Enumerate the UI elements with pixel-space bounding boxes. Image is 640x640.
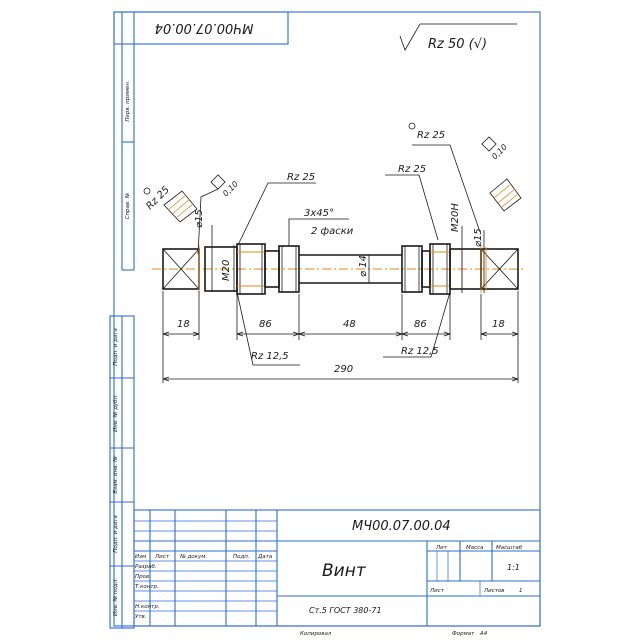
roughness-rz25-left-shoulder: Rz 25 [287,172,315,183]
drawing-code-top: МЧ00.07.00.04 [155,20,254,35]
role-norm-control: Н.контр. [135,604,160,610]
title-block [133,509,541,627]
roughness-rz125-left: Rz 12,5 [251,351,289,362]
roughness-rz25-right-mid: Rz 25 [398,164,426,175]
roughness-rz25-right-top: Rz 25 [417,130,445,141]
header-sheet: Лист [154,554,170,560]
scale-value: 1:1 [507,563,520,572]
header-change: Изм [135,554,146,560]
dim-dia15-right: ⌀15 [473,228,484,247]
role-tech-control: Т.контр. [135,584,159,590]
lit-label: Лит [435,545,448,551]
drawing-code: МЧ00.07.00.04 [352,519,451,534]
scale-label: Масштаб [496,545,523,551]
side-label-reference-no: Справ. № [125,192,131,219]
dim-48: 48 [343,319,356,330]
left-binding-strip [109,12,135,629]
roughness-rz125-right: Rz 12,5 [401,346,439,357]
header-date: Дата [257,554,273,560]
dim-m20h-right: М20Н [450,203,461,232]
side-label-sign-date-1: Подп. и дата [113,328,119,366]
sheets-label: Листов [483,588,505,594]
left-end-hatch [163,190,198,223]
part-drawing [152,178,526,295]
tolerance-flat-right: 0,10 [490,142,509,161]
dim-m20-left: М20 [221,260,232,281]
chamfer-note: 2 фаски [311,226,354,237]
dim-18-right: 18 [492,319,505,330]
dimension-lines [143,122,519,383]
mass-label: Масса [466,545,484,551]
format-label: Формат [452,631,475,637]
copied-label: Копировал [300,631,332,637]
side-label-dup-inv: Инв. № дубл. [113,394,119,432]
sheets-value: 1 [519,588,523,594]
side-label-first-use: Перв. примен. [125,80,131,122]
dim-18-left: 18 [177,319,190,330]
top-code-box [113,11,289,45]
general-roughness-mark: Rz 50 (√) [399,23,517,52]
header-sign: Подп. [233,554,250,560]
dim-86-right: 86 [414,319,427,330]
format-value: А4 [479,631,488,637]
side-label-orig-inv: Инв. № подл. [113,578,119,616]
side-label-sign-date-2: Подп. и дата [113,515,119,553]
material-spec: Ст.5 ГОСТ 380-71 [309,606,382,615]
dim-86-left: 86 [259,319,272,330]
dim-290-overall: 290 [334,364,353,375]
role-approver: Утв. [135,614,147,620]
chamfer-dim: 3х45° [304,208,334,219]
right-end-hatch [489,178,522,212]
role-developer: Разраб. [135,564,157,570]
header-doc-no: № докум. [179,554,207,560]
sheet-label: Лист [429,588,445,594]
general-roughness-text: Rz 50 (√) [428,37,487,52]
role-checker: Пров. [135,574,151,580]
part-title: Винт [322,561,367,581]
dim-dia14: ⌀ 14 [358,255,369,277]
tolerance-flat-left: 0,10 [221,179,240,198]
side-label-repl-inv: Взам. инв. № [113,456,119,494]
dim-dia15-left: ⌀15 [194,209,205,228]
